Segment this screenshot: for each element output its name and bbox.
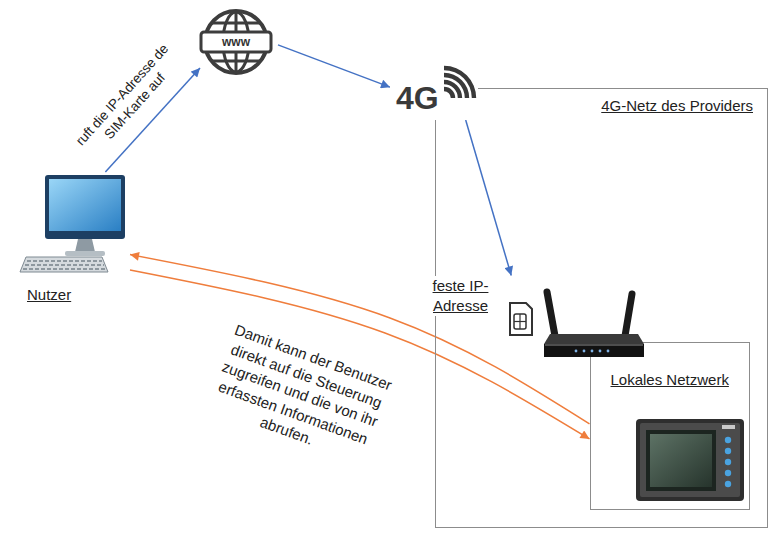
- signal-wave: [444, 87, 455, 98]
- monitor-stand: [75, 239, 95, 252]
- globe-band: [201, 32, 271, 52]
- router-edge: [545, 344, 643, 345]
- router-front: [544, 344, 644, 357]
- connector-arrow: [278, 45, 390, 87]
- connector-arrow: [466, 120, 512, 276]
- monitor-frame: [45, 175, 125, 239]
- hmi-button: [725, 437, 731, 443]
- router-antenna: [625, 294, 632, 336]
- router-antenna: [547, 292, 555, 336]
- edge-label-box: ruft die IP-Adresse de SIM-Karte auf: [66, 34, 191, 168]
- user-computer: Nutzer: [18, 172, 130, 312]
- hmi-button: [725, 448, 731, 454]
- sim-chip: [514, 314, 526, 329]
- signal-wave: [444, 66, 476, 98]
- router-led: [598, 349, 601, 352]
- globe-parallel: [212, 60, 260, 63]
- sim-chip-line: [519, 314, 520, 329]
- local-network-box: Lokales Netzwerk: [590, 342, 750, 510]
- router-with-sim: feste IP-Adresse: [416, 276, 644, 368]
- router-led: [582, 349, 585, 352]
- router-led: [590, 349, 593, 352]
- keyboard-keys: [27, 260, 102, 262]
- hmi-screen: [650, 434, 712, 487]
- node-text: Lokales Netzwerk: [611, 371, 729, 390]
- hmi-bezel: [646, 430, 716, 491]
- router-top: [544, 334, 644, 344]
- hmi-badge: [722, 425, 735, 429]
- provider-network-box: 4G-Netz des Providersfeste IP-AdresseLok…: [435, 88, 768, 528]
- edge-label: ruft die IP-Adresse de SIM-Karte auf: [66, 34, 191, 168]
- hmi-housing: [636, 419, 744, 501]
- router-led: [574, 349, 577, 352]
- www-globe-icon: www: [200, 6, 278, 78]
- edge-label: Damit kann der Benutzer direkt auf die S…: [189, 314, 410, 474]
- node-text: 4G-Netz des Providers: [601, 97, 753, 116]
- node-text: Nutzer: [27, 286, 71, 305]
- monitor-screen: [49, 179, 121, 231]
- hmi-button: [725, 470, 731, 476]
- hmi-front: [640, 423, 740, 497]
- router-led: [606, 349, 609, 352]
- sim-card: [510, 303, 532, 335]
- monitor-base: [65, 251, 105, 256]
- node-text: 4G: [394, 82, 441, 114]
- hmi-panel: [636, 419, 744, 501]
- keyboard-keys: [25, 264, 104, 266]
- lte-icon: 4G: [390, 58, 478, 120]
- globe-parallel: [212, 22, 260, 25]
- edge-label-box: Damit kann der Benutzer direkt auf die S…: [189, 314, 410, 474]
- node-text: www: [200, 32, 272, 52]
- hmi-button: [725, 459, 731, 465]
- node-text: feste IP-Adresse: [416, 276, 506, 316]
- keyboard: [20, 257, 108, 272]
- keyboard-keys: [23, 268, 106, 270]
- hmi-button: [725, 481, 731, 487]
